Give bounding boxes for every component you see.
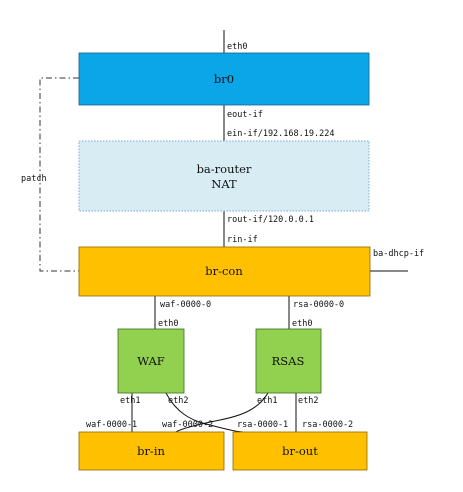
rsa-0000-0-label: rsa-0000-0	[293, 300, 344, 310]
rout-if-label: rout-if/120.0.0.1	[227, 215, 314, 225]
ba-router-label: ba-router	[197, 162, 252, 176]
br0-label: br0	[214, 72, 234, 86]
eth0-top-label: eth0	[227, 42, 247, 52]
nat-label: NAT	[211, 177, 237, 191]
rsas-eth2-label: eth2	[298, 396, 318, 406]
patch-label: patch	[21, 174, 47, 184]
waf-label: WAF	[137, 354, 165, 368]
ein-if-label: ein-if/192.168.19.224	[227, 129, 334, 139]
patch-link	[39, 77, 79, 272]
ba-dhcp-if-label: ba-dhcp-if	[373, 249, 424, 259]
waf-eth2-label: eth2	[168, 396, 188, 406]
rin-if-label: rin-if	[227, 235, 258, 245]
rsas-node	[255, 328, 322, 394]
br-in-node	[78, 431, 225, 471]
rsas-eth0-label: eth0	[292, 319, 312, 329]
br-con-label: br-con	[205, 264, 243, 278]
ba-router-node	[78, 140, 370, 212]
rsas-eth1-brin-line	[175, 392, 269, 433]
rsas-label: RSAS	[272, 354, 305, 368]
eout-if-label: eout-if	[227, 110, 263, 120]
br-out-label: br-out	[282, 444, 318, 458]
br-out-node	[232, 431, 368, 471]
waf-0000-0-label: waf-0000-0	[160, 300, 211, 310]
waf-eth0-label: eth0	[158, 319, 178, 329]
waf-0000-1-label: waf-0000-1	[86, 420, 137, 430]
rsas-eth1-label: eth1	[257, 396, 277, 406]
br-con-node	[78, 246, 371, 297]
rsa-0000-1-label: rsa-0000-1	[237, 420, 288, 430]
rsa-0000-2-label: rsa-0000-2	[302, 420, 353, 430]
waf-eth2-brout-line	[165, 392, 244, 433]
waf-node	[117, 328, 185, 394]
br-in-label: br-in	[137, 444, 165, 458]
br0-node	[78, 52, 370, 106]
waf-eth1-label: eth1	[120, 396, 140, 406]
waf-0000-2-label: waf-0000-2	[162, 420, 213, 430]
